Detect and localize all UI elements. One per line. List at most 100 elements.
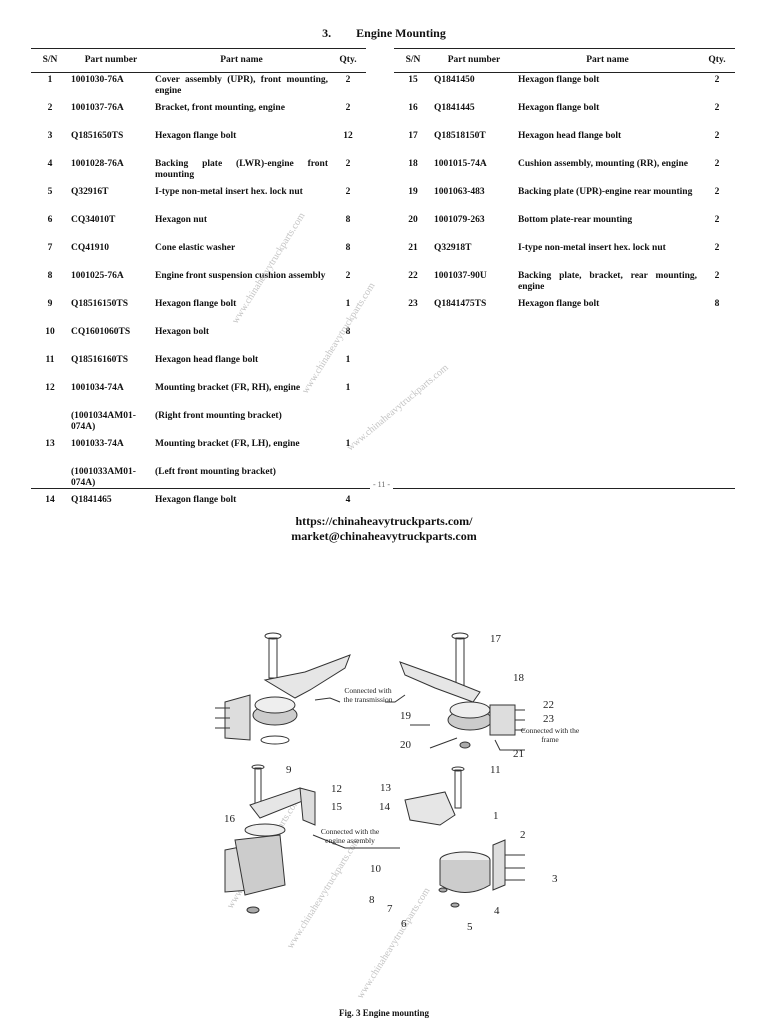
row-sn [31, 409, 69, 437]
callout-20: 20 [400, 739, 412, 751]
callout-23: 23 [543, 713, 555, 725]
col-part-number: Part number [69, 48, 153, 73]
row-qty: 2 [345, 159, 351, 169]
row-part-number: Q1841465 [71, 495, 112, 505]
row-part-name: Hexagon flange bolt [155, 299, 237, 309]
callout-8: 8 [369, 894, 375, 906]
callout-5: 5 [467, 921, 473, 933]
callout-1: 1 [493, 810, 499, 822]
row-part-number: Q18518150T [434, 131, 486, 141]
row-qty [330, 409, 366, 437]
callout-9: 9 [286, 764, 292, 776]
callout-17: 17 [490, 633, 502, 645]
row-sn: 4 [47, 159, 53, 169]
row-sn: 6 [47, 215, 53, 225]
section-heading: Engine Mounting [356, 26, 446, 40]
row-part-number: Q32918T [434, 243, 472, 253]
table-row: (1001034AM01-074A)(Right front mounting … [31, 409, 366, 437]
row-part-number: (1001034AM01-074A) [71, 411, 136, 432]
row-part-number: 1001033-74A [71, 439, 124, 449]
col-qty: Qty. [699, 48, 735, 73]
callout-19: 19 [400, 710, 412, 722]
col-sn: S/N [31, 48, 69, 73]
row-part-name: Hexagon head flange bolt [155, 355, 259, 365]
row-qty: 2 [345, 75, 351, 85]
callout-13: 13 [380, 782, 392, 794]
row-qty: 1 [345, 439, 351, 449]
row-part-number: Q1841475TS [434, 299, 487, 309]
note-frame: frame [541, 735, 559, 744]
row-qty: 8 [714, 299, 720, 309]
table-row: (1001033AM01-074A)(Left front mounting b… [31, 465, 366, 493]
row-part-name: Mounting bracket (FR, LH), engine [155, 439, 300, 449]
row-part-number: 1001063-483 [434, 187, 485, 197]
note-engine: engine assembly [325, 836, 375, 845]
row-part-name: Hexagon flange bolt [518, 299, 600, 309]
callout-6: 6 [401, 918, 407, 930]
callout-16: 16 [224, 813, 236, 825]
row-part-name: Hexagon flange bolt [518, 75, 600, 85]
row-qty: 2 [714, 103, 720, 113]
row-qty: 2 [714, 243, 720, 253]
callout-11: 11 [490, 764, 501, 776]
callout-21: 21 [513, 748, 524, 760]
col-part-name: Part name [516, 48, 699, 73]
row-sn: 14 [45, 495, 55, 505]
callout-12: 12 [331, 783, 342, 795]
row-part-name: Hexagon flange bolt [155, 131, 237, 141]
figure-caption: Fig. 3 Engine mounting [338, 1008, 430, 1018]
row-part-name: Backing plate (LWR)-engine front mountin… [155, 159, 328, 180]
note-transmission: the transmission [344, 695, 393, 704]
row-sn: 17 [408, 131, 418, 141]
row-part-number: CQ41910 [71, 243, 109, 253]
section-number: 3. [322, 26, 332, 40]
callout-3: 3 [552, 873, 558, 885]
row-part-name: Mounting bracket (FR, RH), engine [155, 383, 301, 393]
row-qty: 2 [714, 159, 720, 169]
row-part-name: Engine front suspension cushion assembly [155, 271, 326, 281]
callout-18: 18 [513, 672, 525, 684]
callout-14: 14 [379, 801, 391, 813]
rear-mount-left [215, 632, 351, 745]
row-sn: 2 [47, 103, 53, 113]
row-sn: 9 [47, 299, 53, 309]
row-sn: 8 [47, 271, 53, 281]
row-part-number: 1001034-74A [71, 383, 124, 393]
row-qty: 2 [345, 103, 351, 113]
row-part-name: Cone elastic washer [155, 243, 236, 253]
row-part-number: 1001030-76A [71, 75, 124, 85]
row-part-name: Hexagon nut [155, 215, 207, 225]
row-part-number: Q1841450 [434, 75, 475, 85]
row-qty: 2 [714, 271, 720, 281]
callout-7: 7 [387, 903, 393, 915]
callout-2: 2 [520, 829, 526, 841]
col-part-number: Part number [432, 48, 516, 73]
row-sn: 1 [47, 75, 53, 85]
row-part-number: 1001037-76A [71, 103, 124, 113]
row-sn: 7 [47, 243, 53, 253]
row-part-number: 1001028-76A [71, 159, 124, 169]
row-part-number: 1001079-263 [434, 215, 485, 225]
note-transmission: Connected with [344, 686, 392, 695]
contact-email: market@chinaheavytruckparts.com [291, 529, 477, 543]
rear-mount-right [399, 632, 525, 749]
page-number: - 11 - [370, 480, 394, 489]
engine-mounting-diagram: Connected with the transmission Connecte… [215, 632, 580, 933]
section-title: 3. Engine Mounting [0, 26, 768, 41]
row-qty: 8 [345, 327, 351, 337]
row-sn: 15 [408, 75, 418, 85]
row-qty: 2 [714, 131, 720, 141]
row-qty: 2 [345, 271, 351, 281]
